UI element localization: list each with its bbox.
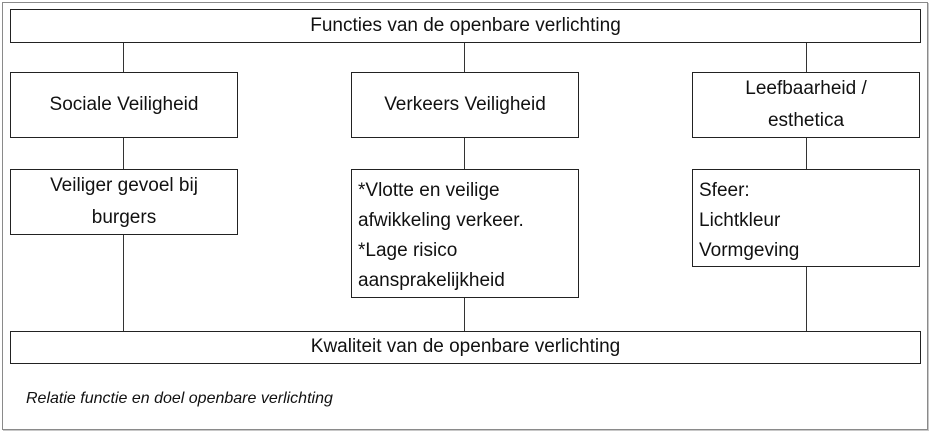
connector-top-right [806, 42, 807, 72]
figure-frame [2, 2, 928, 430]
function-box-sociale-veiligheid: Sociale Veiligheid [10, 72, 238, 138]
goal-line: aansprakelijkheid [358, 270, 505, 291]
connector-mid-middle [464, 137, 465, 169]
goal-line: Lichtkleur [699, 210, 781, 231]
goal-box-verkeers-veiligheid: *Vlotte en veilige afwikkeling verkeer. … [351, 169, 579, 298]
quality-footer-box: Kwaliteit van de openbare verlichting [10, 331, 921, 364]
goal-line: Vormgeving [699, 240, 800, 261]
function-label-line: esthetica [767, 110, 845, 131]
connector-bottom-right [806, 266, 807, 331]
connector-bottom-middle [464, 297, 465, 331]
goal-box-leefbaarheid: Sfeer: Lichtkleur Vormgeving [692, 169, 920, 267]
function-box-leefbaarheid: Leefbaarheid / esthetica [692, 72, 920, 138]
functions-header-title: Functies van de openbare verlichting [310, 14, 621, 36]
goal-line: *Vlotte en veilige [358, 180, 500, 201]
connector-mid-right [806, 137, 807, 169]
function-label-line: Leefbaarheid / [745, 78, 867, 99]
goal-line: afwikkeling verkeer. [358, 210, 524, 231]
function-label: Sociale Veiligheid [49, 93, 199, 115]
function-box-verkeers-veiligheid: Verkeers Veiligheid [351, 72, 579, 138]
goal-line: Sfeer: [699, 180, 750, 201]
connector-bottom-left [123, 234, 124, 331]
goal-line: *Lage risico [358, 240, 458, 261]
functions-header-box: Functies van de openbare verlichting [10, 9, 921, 43]
quality-footer-title: Kwaliteit van de openbare verlichting [310, 336, 621, 358]
connector-top-left [123, 42, 124, 72]
function-label: Verkeers Veiligheid [384, 93, 546, 115]
goal-line: Veiliger gevoel bij [50, 175, 198, 196]
connector-mid-left [123, 137, 124, 169]
figure-caption: Relatie functie en doel openbare verlich… [26, 390, 333, 407]
goal-line: burgers [91, 207, 157, 228]
connector-top-middle [464, 42, 465, 72]
goal-box-sociale-veiligheid: Veiliger gevoel bij burgers [10, 169, 238, 235]
